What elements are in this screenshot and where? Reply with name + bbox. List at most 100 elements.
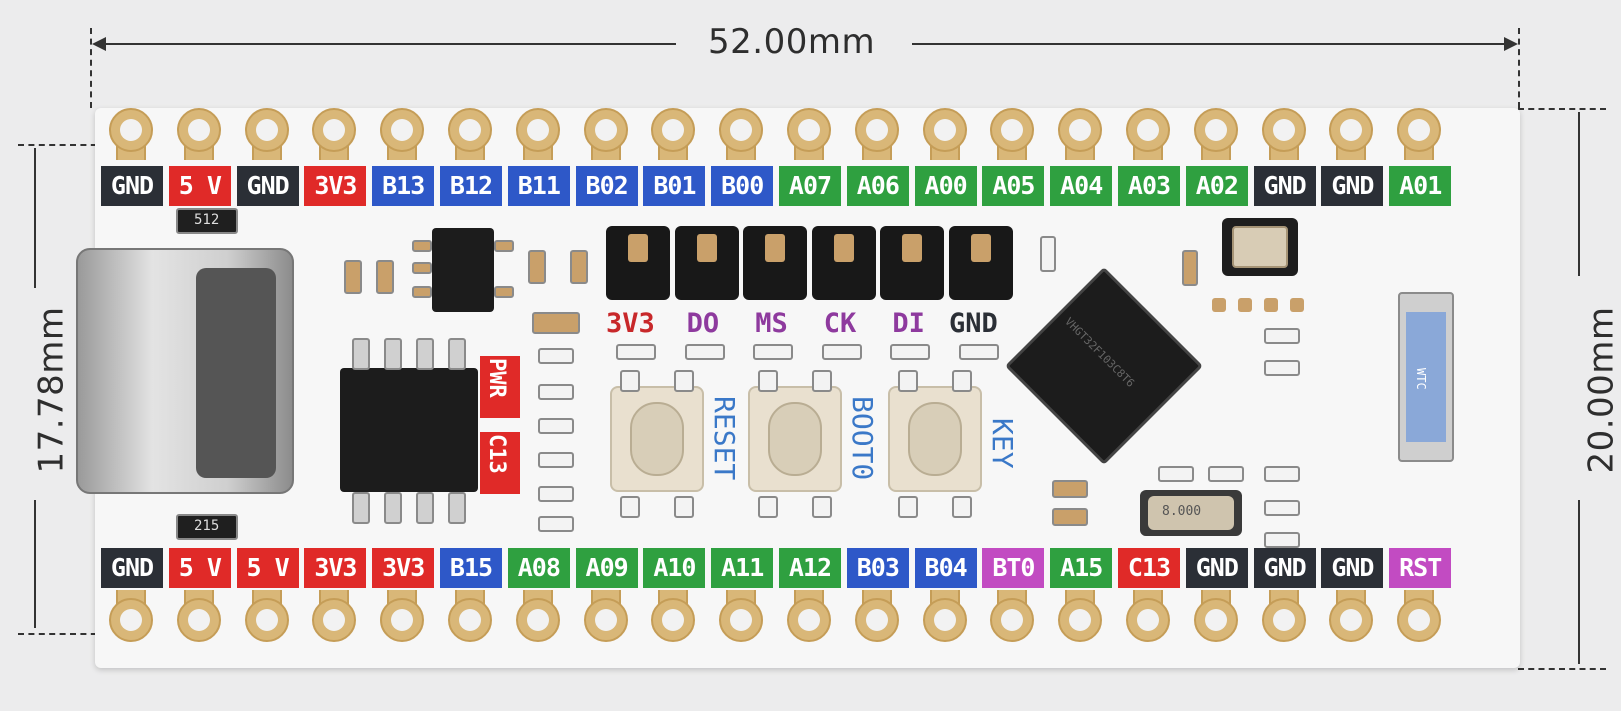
header-pad	[719, 590, 764, 642]
header-pad	[448, 108, 492, 160]
resistor	[1264, 466, 1300, 482]
right-edge-dimension-line	[1518, 28, 1520, 108]
pin-label: B11	[507, 166, 570, 206]
boot0-button-cap[interactable]	[768, 402, 822, 476]
pin-label: RST	[1389, 548, 1452, 588]
header-pad	[109, 590, 153, 642]
pwr-led-label: PWR	[480, 356, 520, 418]
pad-ring	[176, 598, 221, 642]
pad-hole	[187, 119, 210, 141]
pwr-label-text: PWR	[484, 358, 509, 398]
resistor	[538, 348, 574, 364]
pin-label: A12	[779, 548, 841, 588]
capacitor	[528, 250, 546, 284]
pad	[1290, 298, 1304, 312]
pad-hole	[1408, 609, 1431, 631]
pin-label: A09	[575, 548, 638, 588]
width-arrow-right	[912, 43, 1512, 45]
pin-label: A03	[1118, 166, 1180, 206]
pad-hole	[1340, 609, 1363, 631]
pad-ring	[448, 598, 492, 642]
header-pad	[515, 590, 560, 642]
pin-label: B15	[440, 548, 502, 588]
header-pad	[1193, 108, 1238, 160]
pin-label: B04	[914, 548, 977, 588]
usb-c-slot	[196, 268, 276, 478]
pad-hole	[1204, 609, 1227, 631]
mcu-marking: VHGT32F103C8T6	[1062, 315, 1138, 390]
button-leg	[674, 370, 694, 392]
resistor	[1158, 466, 1194, 482]
button-leg	[812, 370, 832, 392]
resistor	[538, 384, 574, 400]
pin-tip	[765, 234, 786, 262]
bottom-height-dash	[1518, 668, 1606, 670]
button-leg	[758, 370, 778, 392]
width-arrow-left	[96, 43, 676, 45]
wtc-fuse: WTC	[1398, 292, 1454, 462]
pin-label: A10	[643, 548, 706, 588]
pin-label: GND	[1253, 166, 1316, 206]
regulator-pin	[412, 286, 432, 298]
pad-ring	[515, 108, 560, 152]
pad-ring	[854, 598, 899, 642]
key-button[interactable]	[888, 386, 982, 492]
boot0-button[interactable]	[748, 386, 842, 492]
pad-hole	[391, 609, 414, 631]
pad-hole	[1069, 609, 1092, 631]
header-pad	[719, 108, 764, 160]
resistor-215: 215	[176, 514, 238, 540]
header-pad	[1329, 590, 1374, 642]
pad	[1264, 298, 1278, 312]
resistor	[538, 516, 574, 532]
button-leg	[812, 496, 832, 518]
resistor	[1264, 328, 1300, 344]
regulator-pin	[412, 262, 432, 274]
header-pad	[753, 344, 794, 360]
resistor-215-marking: 215	[194, 518, 220, 534]
pad-hole	[933, 119, 956, 141]
pad-hole	[459, 119, 481, 141]
header-pin-label: 3V3	[606, 308, 655, 339]
top-pitch-dash	[18, 144, 128, 146]
header-pad	[380, 590, 425, 642]
pad-hole	[730, 119, 753, 141]
pad-hole	[120, 609, 142, 631]
pad-ring	[719, 598, 764, 642]
header-pad	[312, 108, 357, 160]
pad-ring	[1261, 598, 1306, 642]
header-pad	[1058, 590, 1103, 642]
c13-label-text: C13	[484, 434, 509, 474]
button-leg	[758, 496, 778, 518]
header-pin-label: DI	[892, 308, 925, 339]
header-pin	[811, 226, 876, 300]
pin-label: 5 V	[168, 548, 231, 588]
key-button-cap[interactable]	[908, 402, 962, 476]
header-pad	[176, 590, 221, 642]
pin-label: A07	[779, 166, 841, 206]
header-pin-label: GND	[949, 308, 998, 339]
chip-pin	[448, 338, 466, 370]
pad-hole	[594, 119, 617, 141]
pad-hole	[1272, 119, 1295, 141]
pin-label: A06	[846, 166, 909, 206]
button-leg	[898, 496, 918, 518]
pad-hole	[1069, 119, 1092, 141]
pad	[1238, 298, 1252, 312]
chip-pin	[448, 492, 466, 524]
pin-label: 3V3	[304, 166, 367, 206]
header-pad	[616, 344, 656, 360]
resistor	[538, 486, 574, 502]
pin-label: A01	[1389, 166, 1452, 206]
header-pad	[821, 344, 862, 360]
pin-label: C13	[1118, 548, 1180, 588]
pad-hole	[187, 609, 210, 631]
boot0-button-label: BOOT0	[846, 396, 879, 481]
reset-button-cap[interactable]	[630, 402, 684, 476]
header-pad	[1397, 590, 1442, 642]
pitch-arrow-top	[34, 148, 36, 288]
pin-tip	[833, 234, 854, 262]
reset-button[interactable]	[610, 386, 704, 492]
header-pad	[1126, 108, 1170, 160]
header-pad	[312, 590, 357, 642]
